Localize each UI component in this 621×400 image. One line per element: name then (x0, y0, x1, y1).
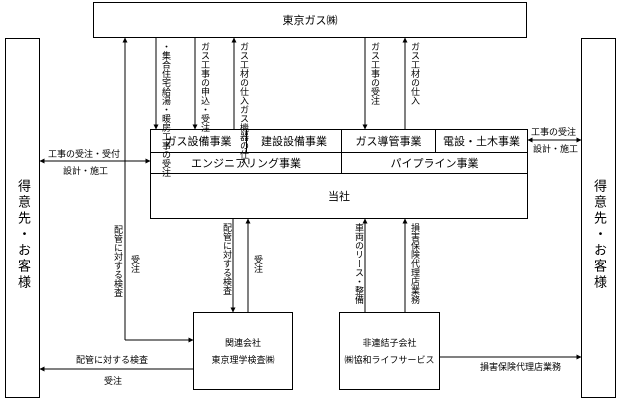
related-company-type: 関連会社 (224, 339, 261, 349)
label-lease: 車両のリース・整備 (353, 223, 363, 304)
related-company-box: 関連会社 東京理学検査㈱ (193, 312, 293, 390)
company-label: 当社 (328, 190, 350, 203)
label-insurance-v: 損害保険代理店業務 (409, 223, 419, 304)
label-top-d: ガス工事の受注 (369, 42, 379, 105)
left-customer-box: 得意先・お客様 (5, 38, 40, 398)
segment-engineering: エンジニアリング事業 (150, 152, 342, 174)
segment-building-equipment: 建設設備事業 (246, 129, 342, 153)
tokyo-gas-box: 東京ガス㈱ (93, 2, 527, 38)
label-left-design: 設計・施工 (63, 167, 109, 177)
segment-gas-equipment: ガス設備事業 (150, 129, 247, 153)
label-bottom-order: 受注 (104, 377, 123, 387)
segment-electrical-civil: 電設・土木事業 (435, 129, 528, 153)
right-customer-label: 得意先・お客様 (591, 179, 606, 291)
label-top-b: ガス工事の申込・受注 (199, 42, 209, 132)
label-inspect-left: 配管に対する検査 (112, 225, 122, 297)
label-left-order: 工事の受注・受付 (48, 150, 121, 160)
left-customer-label: 得意先・お客様 (15, 179, 30, 291)
non-consolidated-name: ㈱協和ライフサービス (344, 356, 435, 366)
non-consolidated-box: 非連結子会社 ㈱協和ライフサービス (339, 312, 440, 390)
label-top-c: ガス工材の仕入ガス機器の仕入 (238, 42, 248, 168)
right-customer-box: 得意先・お客様 (581, 38, 616, 398)
company-block: ガス設備事業 建設設備事業 ガス導管事業 電設・土木事業 エンジニアリング事業 … (150, 129, 528, 219)
tokyo-gas-label: 東京ガス㈱ (282, 14, 338, 27)
label-bottom-insurance: 損害保険代理店業務 (480, 363, 562, 373)
related-company-name: 東京理学検査㈱ (211, 356, 275, 366)
label-right-design: 設計・施工 (533, 145, 579, 155)
segment-gas-pipeline: ガス導管事業 (341, 129, 436, 153)
label-order-mid: 受注 (252, 255, 262, 273)
label-bottom-inspect: 配管に対する検査 (76, 356, 149, 366)
label-right-order: 工事の受注 (531, 128, 577, 138)
label-inspect-mid: 配管に対する検査 (221, 223, 231, 295)
label-order-left: 受注 (129, 255, 139, 273)
segment-pipeline: パイプライン事業 (341, 152, 528, 174)
label-top-e: ガス工材の仕入 (409, 42, 419, 105)
label-top-a: ・集合住宅給湯・暖房工事の受注 (160, 42, 170, 177)
non-consolidated-type: 非連結子会社 (362, 339, 417, 349)
